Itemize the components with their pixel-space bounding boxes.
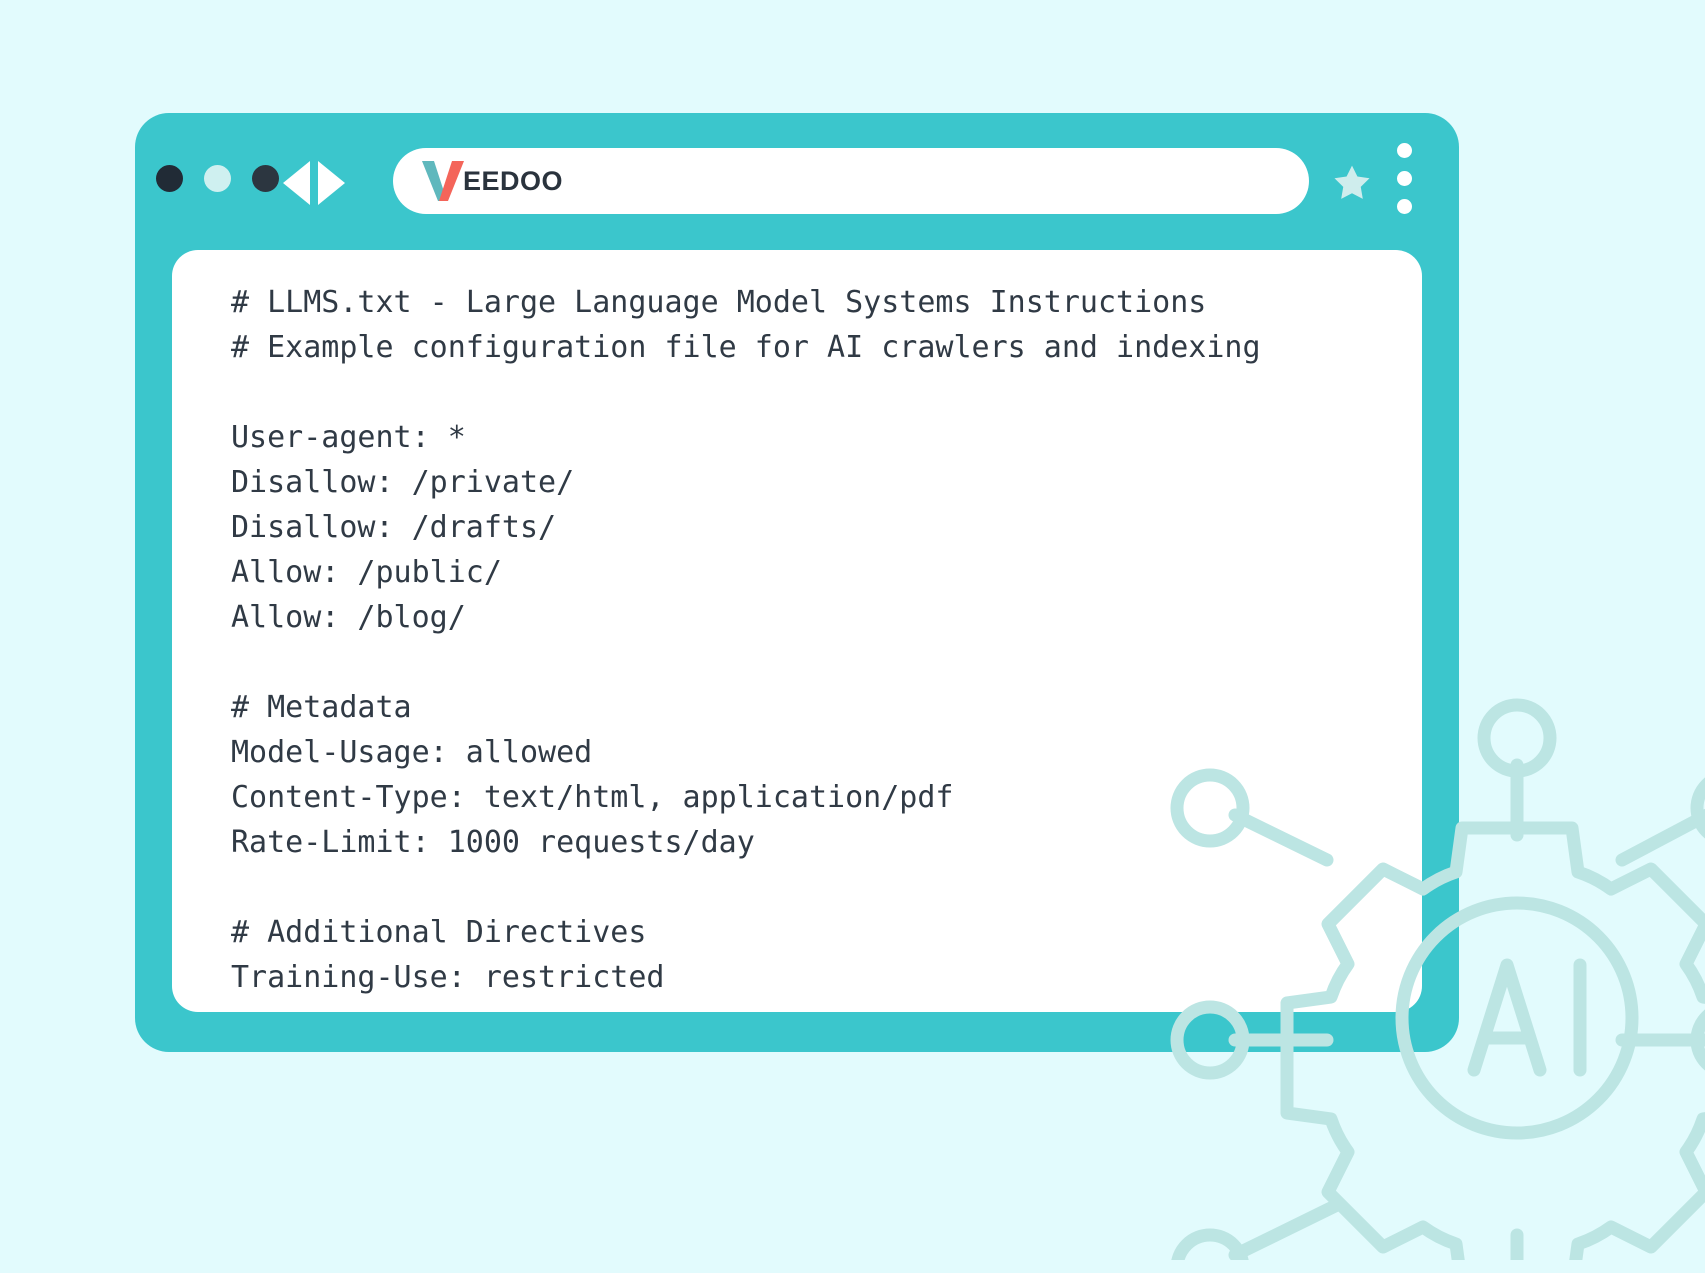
kebab-dot	[1397, 143, 1412, 158]
minimize-window-button[interactable]	[204, 165, 231, 192]
arrow-left-icon[interactable]	[283, 161, 310, 205]
kebab-dot	[1397, 199, 1412, 214]
star-icon[interactable]	[1330, 161, 1374, 205]
veedoo-logo: EEDOO	[421, 160, 563, 202]
veedoo-v-logo-icon	[422, 161, 464, 201]
navigation-controls	[283, 161, 345, 205]
llms-txt-code: # LLMS.txt - Large Language Model System…	[231, 285, 1261, 995]
browser-chrome-bar: EEDOO	[135, 113, 1459, 250]
browser-window: EEDOO	[135, 113, 1705, 1260]
kebab-dot	[1397, 171, 1412, 186]
arrow-right-icon[interactable]	[318, 161, 345, 205]
close-window-button[interactable]	[156, 165, 183, 192]
maximize-window-button[interactable]	[252, 165, 279, 192]
document-content-panel: # LLMS.txt - Large Language Model System…	[172, 250, 1705, 1260]
veedoo-logo-text: EEDOO	[463, 165, 564, 196]
address-bar[interactable]: EEDOO	[393, 148, 1309, 214]
window-controls	[156, 165, 279, 192]
kebab-menu-icon[interactable]	[1397, 143, 1412, 214]
